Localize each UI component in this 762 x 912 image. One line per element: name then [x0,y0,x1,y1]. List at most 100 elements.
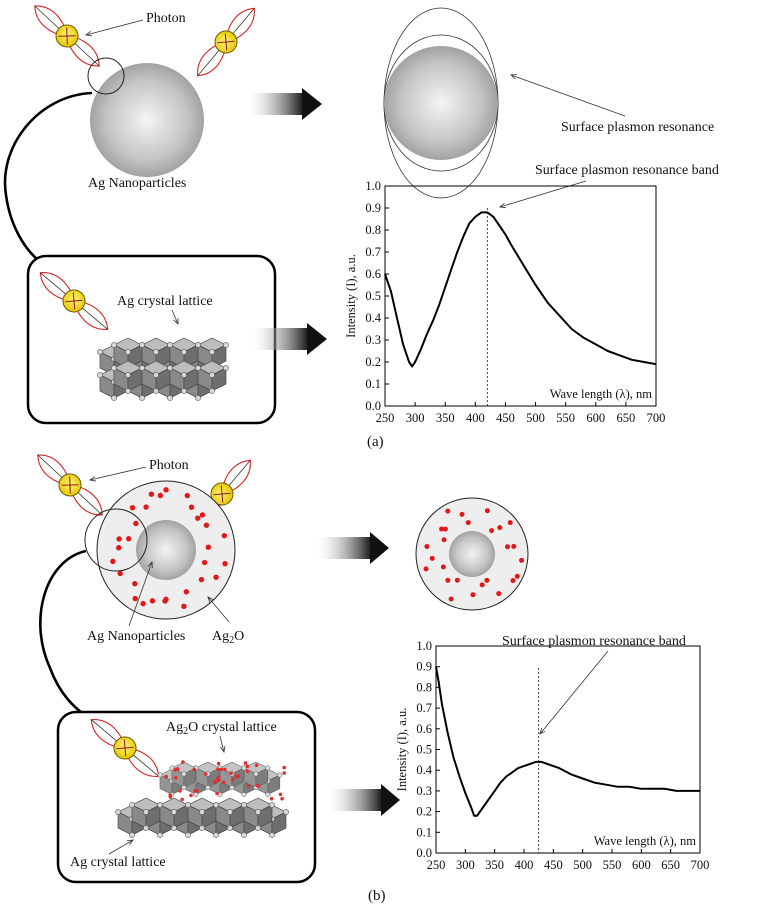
photon-pointer-b [90,466,147,480]
x-tick-label: 650 [661,858,680,872]
y-tick-label: 1.0 [416,639,432,653]
y-tick-label: 0.0 [365,399,381,413]
x-tick-label: 350 [485,858,504,872]
ag2o-lattice-label: Ag2O crystal lattice [166,720,277,737]
oxide-dot [222,560,228,567]
oxide-dot [188,504,195,510]
y-tick-label: 0.2 [365,355,381,369]
oxide-dot [132,580,138,587]
oxide-dot [497,525,503,531]
x-tick-label: 600 [632,858,651,872]
oxide-atom [219,767,223,772]
absorption-curve [435,666,700,817]
y-tick-label: 0.8 [365,223,381,237]
oxide-dot [441,537,447,543]
oxide-dot [157,492,164,499]
photon-label-b: Photon [149,458,189,473]
ag2o-shell-particle-result [415,497,529,611]
x-tick-label: 300 [406,411,425,425]
oxide-dot [183,589,190,595]
ag-nanoparticles-label: Ag Nanoparticles [88,176,186,191]
y-tick-label: 0.0 [416,846,432,860]
y-tick-label: 0.4 [416,763,432,777]
oxide-atom [192,767,197,772]
ag2o-crystal-lattice [157,760,287,802]
oxide-dot [454,577,460,583]
x-tick-label: 250 [427,858,446,872]
ag-lattice-label-b: Ag crystal lattice [70,855,166,870]
oxide-atom [280,796,284,801]
plot-frame [384,185,657,407]
oxide-dot [510,578,516,584]
y-tick-label: 0.1 [365,377,381,391]
oxide-dot [143,504,149,510]
oxide-atom [236,774,241,778]
flow-arrow-b1-head [370,532,389,564]
oxide-dot [148,491,155,497]
ag-crystal-lattice-a [97,337,229,401]
oxide-dot [448,596,454,602]
spr-pointer [511,75,626,117]
oxide-dot [511,543,517,549]
oxide-dot [445,508,451,514]
x-axis-label: Wave length (λ), nm [594,834,697,848]
oxide-atom [193,788,197,793]
oxide-atom [245,764,250,769]
oxide-atom [245,769,250,774]
oxide-atom [216,775,221,780]
y-tick-label: 0.9 [365,201,381,215]
oxide-dot [429,555,435,561]
x-tick-label: 500 [573,858,592,872]
oxide-dot [181,603,187,610]
zoom-connector [3,91,93,261]
oxide-dot [445,577,451,583]
y-axis-label: Intensity (I), a.u. [395,708,409,792]
spr-band-pointer-b [540,650,609,734]
y-tick-label: 0.7 [365,245,381,259]
oxide-dot [519,557,525,563]
x-tick-label: 550 [603,858,622,872]
ag-lattice-label: Ag crystal lattice [117,294,213,309]
y-tick-label: 0.6 [365,267,381,281]
oxide-atom [269,796,274,801]
panel-label-b: (b) [368,888,386,904]
oxide-dot [140,600,146,607]
spr-band-pointer-a [500,180,587,207]
oxide-dot [496,591,502,597]
flow-arrow-a2-head [307,323,327,355]
oxide-dot [116,536,122,542]
oxide-atom [254,763,259,768]
oxide-atom [173,775,178,780]
x-tick-label: 500 [526,411,545,425]
oxide-dot [184,492,191,499]
oxide-atom [246,784,251,788]
x-tick-label: 450 [496,411,515,425]
oxide-dot [205,544,212,550]
oxide-dot [198,576,205,583]
oxide-dot [514,573,520,579]
x-tick-label: 700 [691,858,710,872]
zoom-circle [87,57,125,95]
oxide-dot [199,512,206,518]
oxide-dot [110,558,116,565]
oxide-dot [505,544,511,550]
oxide-atom [221,780,226,785]
oxide-dot [149,598,156,604]
zoom-connector-b [39,549,87,718]
oxide-atom [181,760,185,764]
x-tick-label: 400 [466,411,485,425]
y-tick-label: 0.1 [416,825,432,839]
ag-nanoparticles-label-b: Ag Nanoparticles [87,629,185,644]
oxide-dot [133,520,139,527]
ag2o-shell-particle [96,480,236,620]
oxide-atom [231,777,235,782]
x-tick-label: 400 [515,858,534,872]
oxide-atom [282,771,286,775]
oxide-atom [229,771,233,776]
y-tick-label: 0.3 [365,333,381,347]
x-tick-label: 250 [376,411,395,425]
photon-pointer [86,19,144,35]
x-tick-label: 600 [586,411,605,425]
oxide-dot [163,596,169,603]
